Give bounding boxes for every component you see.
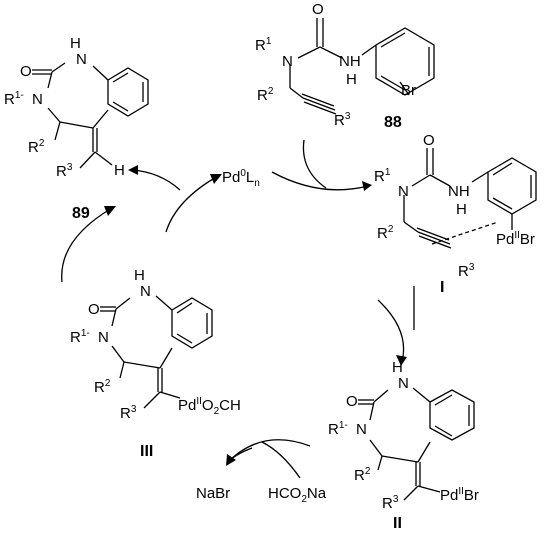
- arrowhead-pd0-to-I: [362, 181, 372, 191]
- compound-89-NH-N: N: [76, 51, 87, 68]
- intermediate-I: O R1 N NH H R2 PdIIBr R3 I: [374, 132, 537, 296]
- compound-88-N: N: [282, 53, 293, 70]
- arrow-pd0-to-I: [271, 171, 369, 191]
- arrow-III-to-89: [61, 207, 113, 283]
- arrowhead-I-to-II: [396, 355, 407, 366]
- compound-89-label: 89: [72, 205, 90, 222]
- compound-89-bonds: [32, 62, 149, 169]
- intermediate-III: O N H R1- N R2 R3 PdIIO2CH III: [70, 267, 241, 460]
- compound-88-O: O: [312, 1, 324, 18]
- intermediate-III-R1: R1-: [70, 328, 90, 346]
- compound-89-H: H: [114, 162, 125, 179]
- arrowhead-III-to-89: [104, 206, 116, 216]
- intermediate-III-R2: R2: [94, 378, 111, 396]
- reagent-nabr: NaBr: [196, 485, 230, 502]
- intermediate-II-R1: R1-: [328, 420, 348, 438]
- compound-89-R3: R3: [56, 162, 73, 180]
- compound-88-Br: Br: [401, 82, 416, 99]
- intermediate-I-H: H: [456, 201, 467, 218]
- compound-88-label: 88: [384, 114, 402, 131]
- compound-89: O N H R1- N R2 R3 H 89: [4, 35, 149, 222]
- arrowhead-89-out: [128, 165, 138, 175]
- intermediate-III-N: N: [98, 329, 109, 346]
- arrow-I-to-II: [377, 299, 405, 363]
- intermediate-II-R2: R2: [354, 466, 371, 484]
- intermediate-I-R2: R2: [377, 224, 394, 242]
- intermediate-I-label: I: [440, 279, 444, 296]
- intermediate-I-R1: R1: [374, 167, 391, 185]
- intermediate-II-NH-H: H: [392, 359, 403, 376]
- intermediate-II-NH-N: N: [398, 375, 409, 392]
- reagent-hco2na: HCO2Na: [268, 485, 327, 505]
- compound-88-R2: R2: [257, 86, 274, 104]
- compound-88-NH: NH: [339, 53, 361, 70]
- arrow-89-to-pd0: [165, 175, 219, 233]
- intermediate-III-R3: R3: [120, 404, 137, 422]
- intermediate-III-O: O: [88, 301, 100, 318]
- compound-88-H: H: [346, 71, 357, 88]
- compound-88: O R1 N NH H R2 Br R3 88: [255, 1, 435, 131]
- intermediate-III-NH-H: H: [134, 267, 145, 284]
- intermediate-II-PdBr: PdIIBr: [440, 486, 479, 504]
- intermediate-III-bonds: [100, 295, 213, 409]
- compound-89-R1: R1-: [4, 90, 24, 108]
- intermediate-II-O: O: [346, 393, 358, 410]
- compound-88-bonds: [289, 18, 435, 115]
- intermediate-II-R3: R3: [382, 494, 399, 512]
- intermediate-II-bonds: [358, 387, 475, 501]
- arrow-II-to-III: [227, 439, 311, 463]
- compound-88-R3: R3: [334, 111, 351, 129]
- arrow-88-in: [302, 139, 327, 189]
- arrow-89-out: [131, 169, 181, 191]
- compound-89-NH-H: H: [70, 35, 81, 52]
- intermediate-I-PdBr: PdIIBr: [496, 230, 535, 248]
- compound-89-O: O: [20, 63, 32, 80]
- intermediate-III-NH-N: N: [140, 283, 151, 300]
- intermediate-I-NH: NH: [448, 183, 470, 200]
- compound-88-R1: R1: [255, 36, 272, 54]
- arrowhead-89-to-pd0: [210, 174, 222, 184]
- intermediate-II: O N H R1- N R2 R3 PdIIBr II: [328, 359, 479, 532]
- intermediate-III-label: III: [140, 443, 153, 460]
- intermediate-III-PdO2CH: PdIIO2CH: [178, 396, 241, 417]
- intermediate-I-O: O: [423, 132, 435, 149]
- intermediate-I-R3: R3: [458, 262, 475, 280]
- arrow-hco2na-in: [261, 441, 301, 479]
- compound-89-R2: R2: [28, 138, 45, 156]
- catalyst-pd0ln: Pd0Ln: [222, 168, 260, 189]
- cycle-arrows: [61, 139, 415, 479]
- arrow-nabr-out: [227, 447, 253, 463]
- intermediate-I-bonds: [403, 148, 537, 249]
- intermediate-II-N: N: [356, 421, 367, 438]
- intermediate-II-label: II: [393, 515, 402, 532]
- intermediate-I-N: N: [398, 183, 409, 200]
- compound-89-N: N: [32, 91, 43, 108]
